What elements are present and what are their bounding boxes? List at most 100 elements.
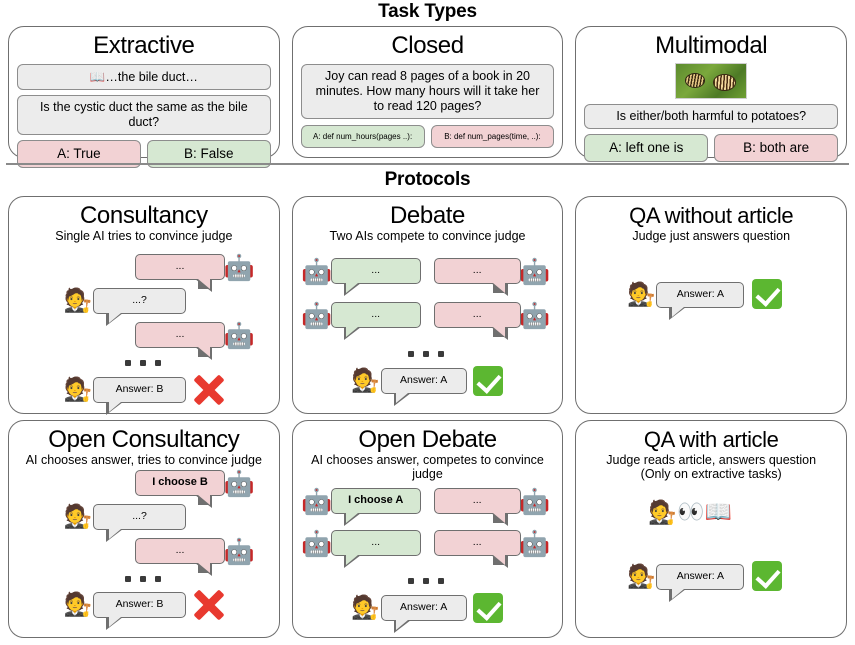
protocol-title: Consultancy xyxy=(80,202,208,229)
check-icon xyxy=(752,279,783,309)
turn-row: 🤖 ... xyxy=(301,256,421,296)
speech-bubble: ... xyxy=(330,258,421,296)
beetles-photo xyxy=(675,63,748,99)
protocol-title: Open Consultancy xyxy=(48,426,240,453)
ellipsis-dots xyxy=(125,360,161,366)
eyes-icon: 👀 xyxy=(677,500,705,525)
verdict-row: 🧑‍⚖️ Answer: B xyxy=(63,588,230,630)
robot-icon: 🤖 xyxy=(301,256,333,286)
protocol-diagram: 🤖 I choose A ... 🤖 🤖 ... ... 🤖 xyxy=(301,481,555,633)
protocol-diagram: 🧑‍⚖️ Answer: A xyxy=(584,243,838,393)
verdict-row: 🧑‍⚖️ Answer: A xyxy=(626,279,786,320)
task-types-row: Extractive 📖…the bile duct… Is the cysti… xyxy=(8,26,848,168)
turn-row: ... 🤖 xyxy=(135,320,255,360)
verdict-row: 🧑‍⚖️ Answer: B xyxy=(63,373,230,415)
speech-bubble: ...? xyxy=(93,504,186,542)
task-answer-b[interactable]: B: def num_pages(time, ..): xyxy=(430,125,555,148)
turn-row: I choose B 🤖 xyxy=(135,468,255,508)
task-card-multimodal: Multimodal Is either/both harmful to pot… xyxy=(575,26,848,162)
ellipsis-dots xyxy=(407,578,444,584)
protocols-row-1: Consultancy Single AI tries to convince … xyxy=(8,196,848,415)
task-card-extractive: Extractive 📖…the bile duct… Is the cysti… xyxy=(8,26,280,168)
turn-row: ... 🤖 xyxy=(135,252,255,292)
turn-row: ... 🤖 xyxy=(433,301,550,340)
check-icon xyxy=(752,561,783,591)
robot-icon: 🤖 xyxy=(301,486,333,516)
protocols-heading: Protocols xyxy=(384,169,471,190)
protocol-title: QA with article xyxy=(643,427,779,452)
task-card-closed: Closed Joy can read 8 pages of a book in… xyxy=(291,26,564,158)
cross-icon xyxy=(192,373,226,407)
protocol-title: QA without article xyxy=(629,203,794,228)
robot-icon: 🤖 xyxy=(519,256,551,286)
robot-icon: 🤖 xyxy=(223,536,255,566)
speech-bubble: ... xyxy=(135,254,225,292)
verdict-bubble: Answer: A xyxy=(380,368,467,406)
speech-bubble: ... xyxy=(433,302,521,340)
robot-icon: 🤖 xyxy=(223,252,255,282)
robot-icon: 🤖 xyxy=(223,320,255,350)
robot-icon: 🤖 xyxy=(223,468,255,498)
ellipsis-dots xyxy=(125,576,161,582)
open-book-icon: 📖 xyxy=(704,500,733,525)
task-answer-a[interactable]: A: left one is xyxy=(584,134,709,162)
task-context-text: …the bile duct… xyxy=(105,70,198,84)
verdict-bubble: Answer: B xyxy=(93,377,186,415)
cross-icon xyxy=(192,588,226,622)
check-icon xyxy=(472,366,503,396)
judge-icon: 🧑‍⚖️ xyxy=(63,503,93,530)
speech-bubble: ... xyxy=(135,322,225,360)
turn-row: 🤖 I choose A xyxy=(301,486,421,526)
speech-bubble: ... xyxy=(330,302,421,340)
protocol-subtitle: Judge just answers question xyxy=(632,229,791,243)
judge-icon: 🧑‍⚖️ xyxy=(63,287,93,314)
speech-bubble: I choose B xyxy=(135,470,225,508)
task-answers: A: def num_hours(pages ..): B: def num_p… xyxy=(300,125,555,148)
protocol-diagram: 🧑‍⚖️ 👀 📖 🧑‍⚖️ Answer: A xyxy=(584,481,838,621)
judge-icon: 🧑‍⚖️ xyxy=(627,563,656,590)
verdict-bubble: Answer: A xyxy=(380,595,467,633)
check-icon xyxy=(472,593,503,623)
speech-bubble: I choose A xyxy=(330,488,421,526)
task-answer-a[interactable]: A: def num_hours(pages ..): xyxy=(300,125,425,148)
robot-icon: 🤖 xyxy=(519,528,551,558)
verdict-bubble: Answer: A xyxy=(656,564,745,602)
protocol-subtitle: AI chooses answer, competes to convince … xyxy=(311,453,544,481)
protocol-title: Debate xyxy=(390,202,465,229)
verdict-row: 🧑‍⚖️ Answer: A xyxy=(351,593,507,633)
task-card-title: Closed xyxy=(391,32,464,59)
robot-icon: 🤖 xyxy=(301,528,333,558)
protocol-card-open-debate: Open Debate AI chooses answer, competes … xyxy=(291,420,564,638)
protocol-diagram: 🤖 ... ... 🤖 🤖 ... ... 🤖 xyxy=(301,243,555,406)
turn-row: ... 🤖 xyxy=(135,536,255,576)
turn-row: ... 🤖 xyxy=(433,528,551,568)
judge-icon: 🧑‍⚖️ xyxy=(351,367,380,394)
task-answers: A: left one is B: both are xyxy=(584,134,839,162)
protocol-diagram: I choose B 🤖 🧑‍⚖️ ...? ... 🤖 🧑‍⚖️ Answe xyxy=(17,467,271,630)
open-book-icon: 📖 xyxy=(89,69,106,84)
protocol-subtitle: AI chooses answer, tries to convince jud… xyxy=(25,453,262,467)
verdict-bubble: Answer: B xyxy=(93,592,186,630)
task-answer-b[interactable]: B: both are xyxy=(714,134,839,162)
task-types-heading: Task Types xyxy=(378,1,477,22)
verdict-row: 🧑‍⚖️ Answer: A xyxy=(626,561,786,602)
turn-row: ... 🤖 xyxy=(433,256,551,296)
speech-bubble: ... xyxy=(135,538,225,576)
protocol-card-qa-without-article: QA without article Judge just answers qu… xyxy=(575,196,848,414)
protocol-diagram: ... 🤖 🧑‍⚖️ ...? ... 🤖 🧑‍⚖️ Answer: B xyxy=(17,243,271,415)
judge-icon: 🧑‍⚖️ xyxy=(627,281,656,308)
protocol-title: Open Debate xyxy=(358,426,497,453)
protocol-card-qa-with-article: QA with article Judge reads article, ans… xyxy=(575,420,848,638)
ellipsis-dots xyxy=(407,351,444,357)
judge-icon: 🧑‍⚖️ xyxy=(63,376,93,403)
task-context-pill: 📖…the bile duct… xyxy=(17,64,271,90)
protocol-card-debate: Debate Two AIs compete to convince judge… xyxy=(291,196,564,414)
speech-bubble: ... xyxy=(433,258,521,296)
turn-row: 🧑‍⚖️ ...? xyxy=(63,503,186,542)
turn-row: 🤖 ... xyxy=(301,528,421,568)
task-question-pill: Is the cystic duct the same as the bile … xyxy=(17,95,271,135)
section-divider xyxy=(6,163,849,165)
task-question-pill: Is either/both harmful to potatoes? xyxy=(584,104,839,129)
robot-icon: 🤖 xyxy=(301,300,333,330)
